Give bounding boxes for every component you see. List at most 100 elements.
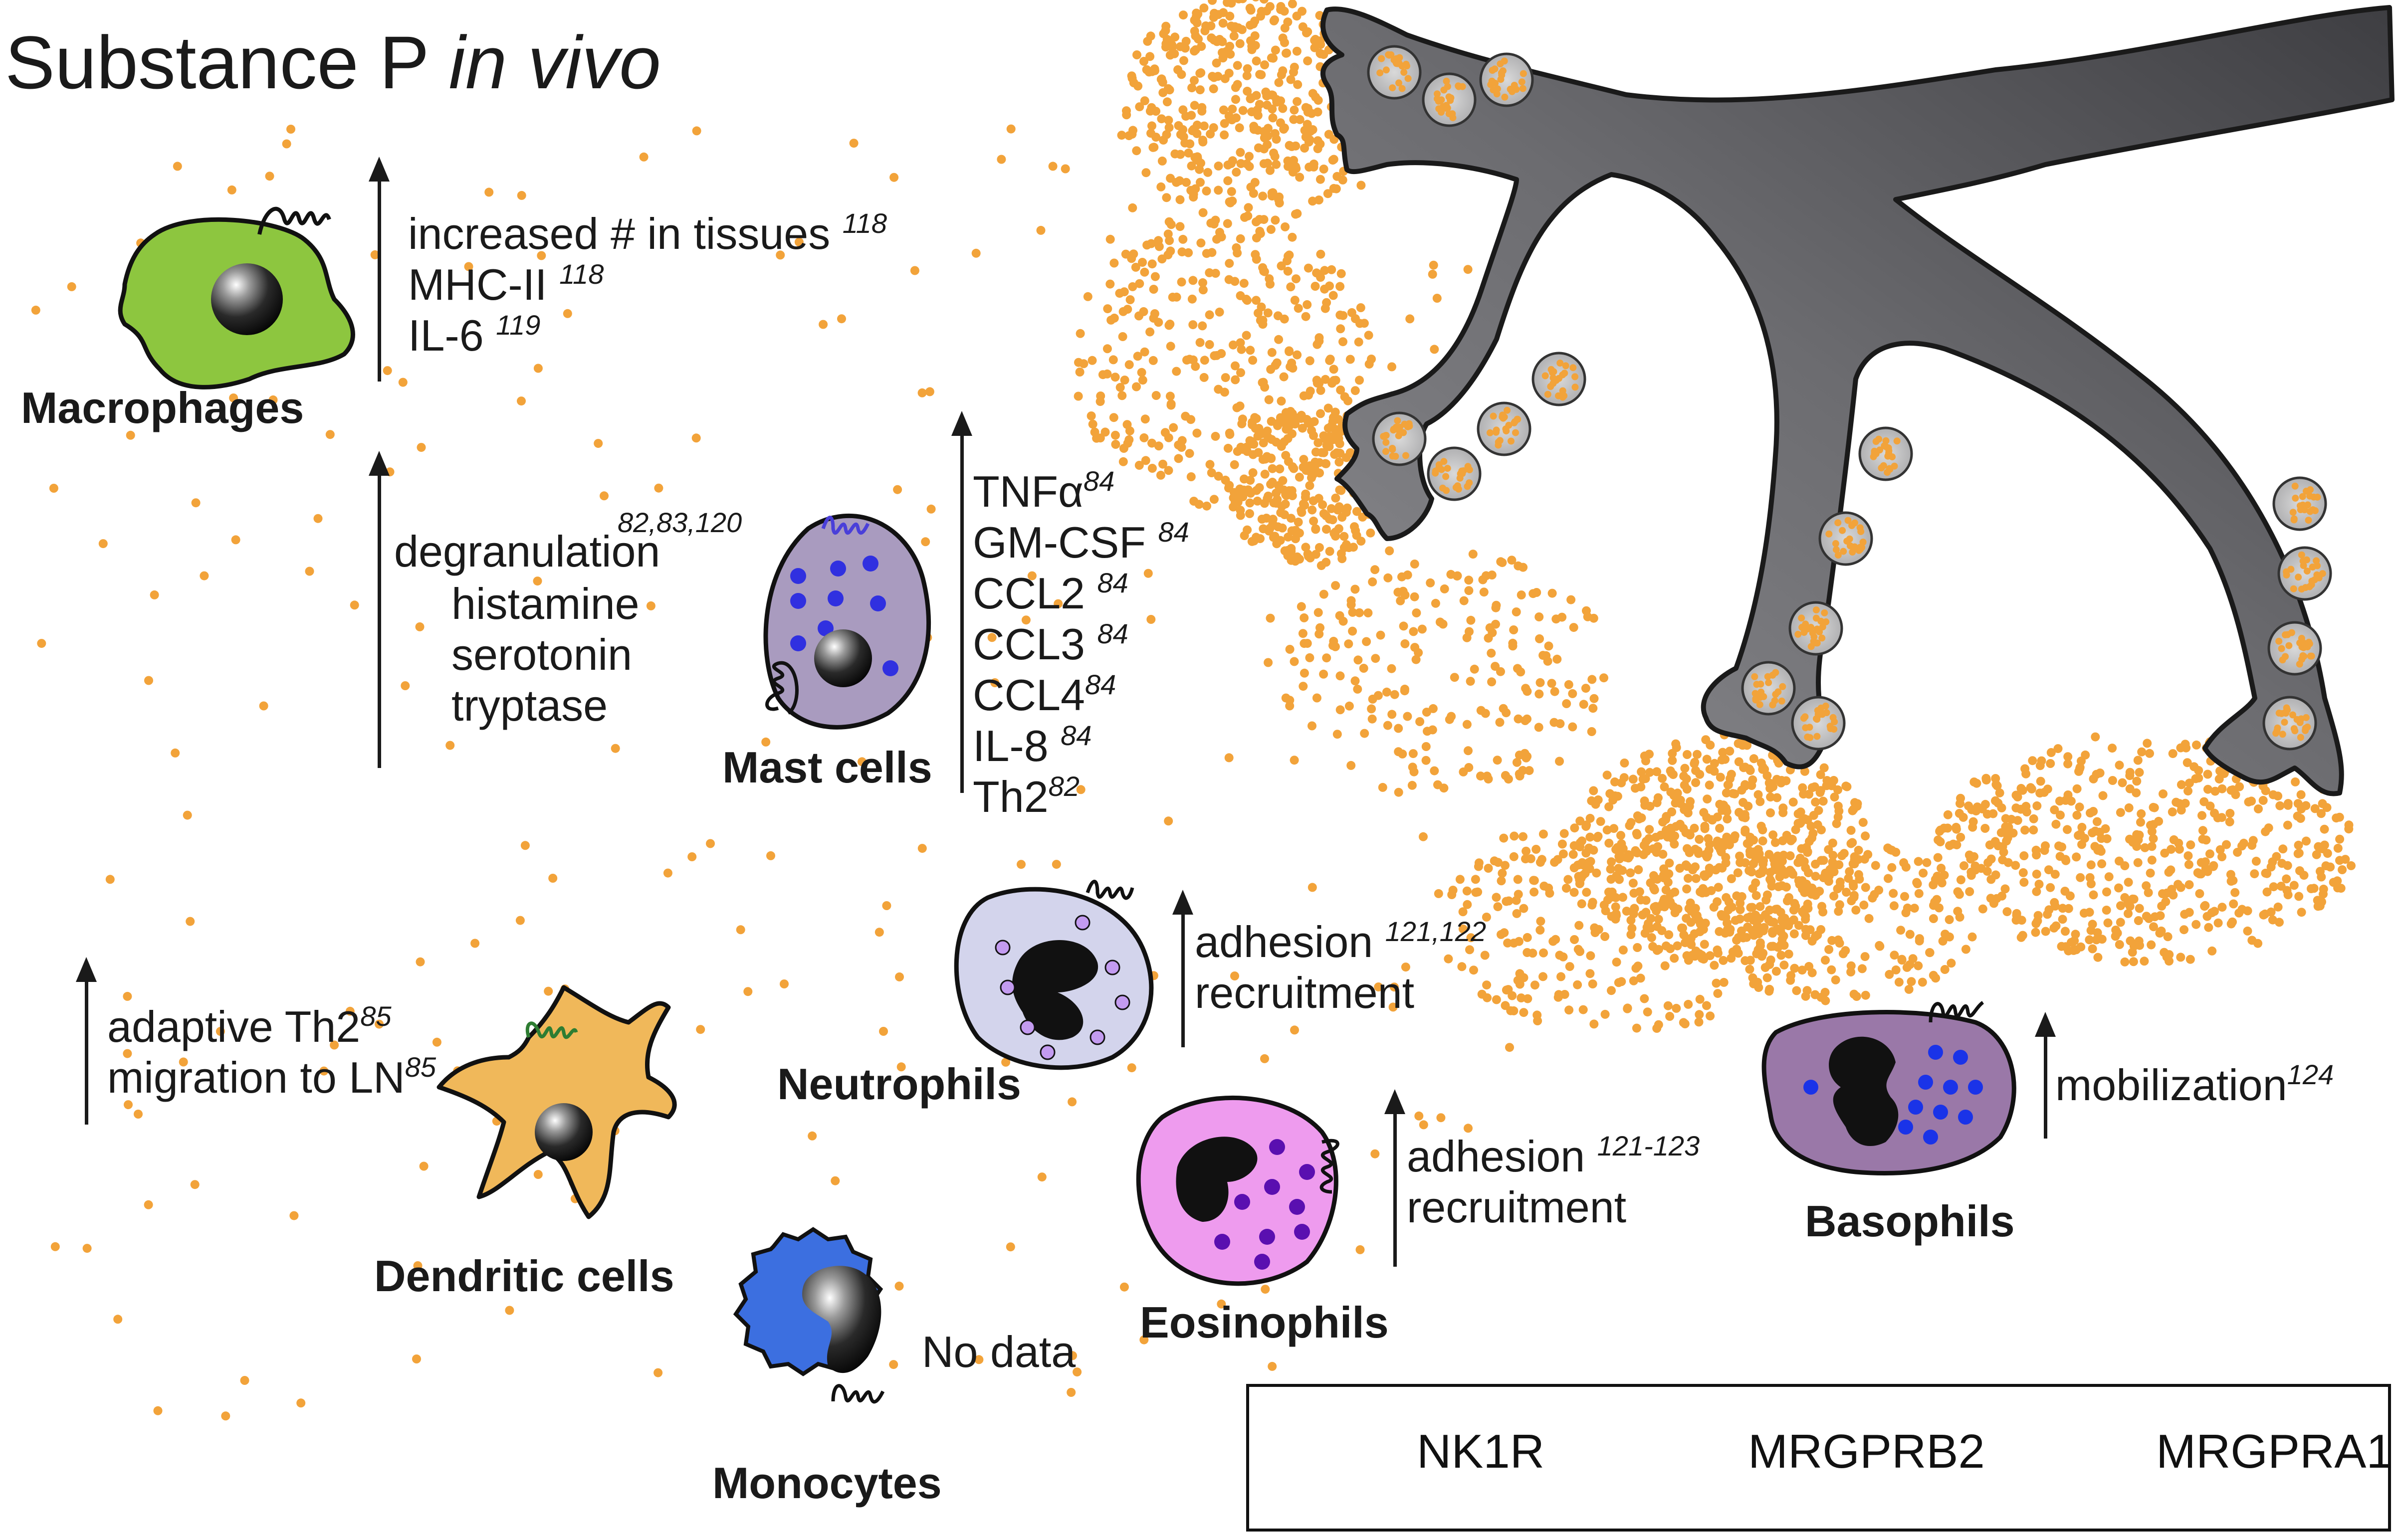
substance-p-dot: [1236, 338, 1245, 348]
substance-p-dot: [1352, 507, 1361, 516]
substance-p-dot: [1305, 163, 1314, 172]
vesicle-dot: [2282, 710, 2290, 717]
vesicle-dot: [2308, 652, 2315, 660]
substance-p-dot: [1980, 824, 1990, 833]
substance-p-dot: [1364, 331, 1373, 340]
substance-p-dot: [2297, 804, 2306, 814]
substance-p-dot: [1658, 773, 1667, 783]
substance-p-dot: [2046, 883, 2055, 892]
substance-p-dot: [1719, 956, 1728, 965]
substance-p-dot: [1905, 930, 1915, 939]
substance-p-dot: [1645, 750, 1654, 759]
substance-p-dot: [1667, 769, 1676, 778]
substance-p-dot: [2217, 852, 2226, 861]
substance-p-dot: [548, 874, 558, 883]
substance-p-dot: [1516, 667, 1526, 677]
substance-p-dot: [1769, 918, 1778, 927]
substance-p-dot: [126, 430, 135, 440]
substance-p-dot: [1484, 864, 1493, 873]
substance-p-dot: [1535, 678, 1545, 687]
substance-p-dot: [1417, 624, 1427, 634]
substance-p-dot: [113, 1315, 123, 1324]
substance-p-dot: [849, 139, 859, 148]
substance-p-dot: [417, 443, 426, 452]
substance-p-dot: [1109, 258, 1119, 268]
substance-p-dot: [2019, 878, 2029, 887]
substance-p-dot: [1310, 463, 1319, 473]
substance-p-dot: [1459, 596, 1469, 605]
substance-p-dot: [1496, 667, 1505, 676]
substance-p-dot: [2050, 805, 2059, 814]
substance-p-dot: [1751, 891, 1761, 900]
substance-p-dot: [1842, 888, 1851, 897]
substance-p-dot: [1322, 653, 1331, 663]
substance-p-dot: [646, 601, 655, 610]
substance-p-dot: [1117, 131, 1126, 140]
substance-p-dot: [997, 155, 1006, 164]
substance-p-dot: [1198, 137, 1208, 147]
title-main: Substance P: [5, 20, 428, 104]
substance-p-dot: [1162, 97, 1172, 107]
vesicle-dot: [2288, 629, 2295, 636]
substance-p-dot: [2032, 869, 2041, 879]
substance-p-dot: [1745, 956, 1755, 965]
substance-p-dot: [2157, 926, 2166, 936]
substance-p-dot: [1338, 337, 1347, 347]
substance-p-dot: [1248, 468, 1258, 477]
substance-p-dot: [1195, 338, 1205, 347]
substance-p-dot: [1256, 229, 1265, 238]
substance-p-dot: [1819, 856, 1828, 865]
substance-p-dot: [1656, 830, 1666, 840]
substance-p-dot: [2320, 824, 2329, 834]
substance-p-dot: [1208, 0, 1217, 5]
substance-p-dot: [1258, 263, 1268, 272]
substance-p-dot: [1383, 573, 1393, 582]
substance-p-dot: [611, 744, 620, 753]
substance-p-dot: [1176, 42, 1185, 51]
substance-p-dot: [2075, 802, 2084, 812]
substance-p-dot: [1244, 203, 1253, 212]
substance-p-dot: [1762, 973, 1772, 982]
substance-p-dot: [1964, 801, 1973, 811]
substance-p-dot: [1902, 962, 1912, 972]
substance-p-dot: [1894, 977, 1904, 987]
substance-p-dot: [1514, 714, 1523, 724]
substance-p-dot: [1400, 686, 1409, 696]
substance-p-dot: [1115, 383, 1125, 392]
nk1r-receptor: [831, 1384, 885, 1404]
substance-p-dot: [2108, 776, 2117, 785]
substance-p-dot: [1716, 772, 1725, 782]
substance-p-dot: [1254, 143, 1263, 153]
substance-p-dot: [1230, 277, 1240, 286]
vesicle-dot: [1444, 104, 1451, 112]
substance-p-dot: [1887, 863, 1897, 872]
substance-p-dot: [1264, 491, 1273, 501]
substance-p-dot: [1327, 265, 1336, 274]
substance-p-dot: [2273, 902, 2283, 912]
substance-p-dot: [1335, 448, 1345, 458]
substance-p-dot: [1535, 634, 1544, 643]
substance-p-dot: [1068, 1097, 1077, 1107]
vesicle-dot: [1807, 623, 1815, 631]
substance-p-dot: [1670, 839, 1679, 849]
substance-p-dot: [2186, 840, 2195, 850]
substance-p-dot: [1539, 948, 1548, 958]
substance-p-dot: [2199, 797, 2209, 806]
substance-p-dot: [2335, 834, 2345, 844]
macrophages-label: Macrophages: [21, 383, 304, 432]
substance-p-dot: [1312, 693, 1321, 703]
substance-p-dot: [1405, 314, 1415, 324]
substance-p-dot: [1236, 511, 1245, 520]
vesicle-dot: [2306, 640, 2313, 647]
substance-p-dot: [1464, 746, 1473, 756]
substance-p-dot: [1727, 954, 1736, 963]
substance-p-dot: [2140, 957, 2149, 966]
vesicle-dot: [1512, 429, 1519, 436]
vesicle-dot: [1490, 412, 1497, 420]
mast-cell-effects-arrow: [951, 411, 972, 793]
substance-p-dot: [2210, 786, 2220, 796]
substance-p-dot: [2341, 855, 2350, 864]
substance-p-dot: [1721, 755, 1730, 764]
vesicle-dot: [2306, 508, 2314, 515]
substance-p-dot: [1827, 936, 1837, 945]
